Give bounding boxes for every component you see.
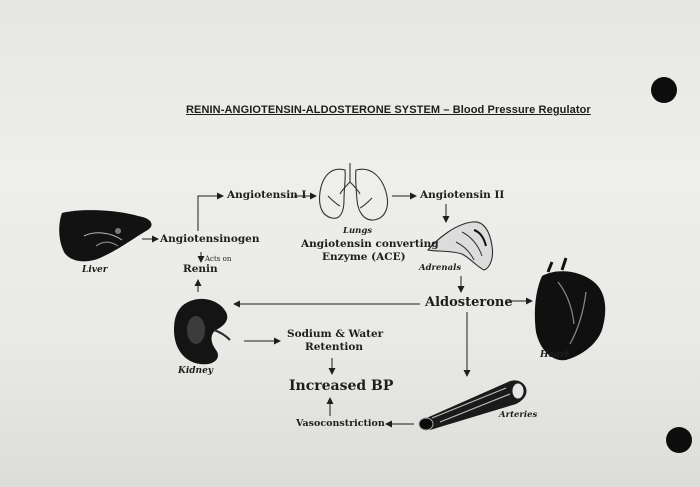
adrenal-image <box>426 221 494 271</box>
acts-on-label: Acts on <box>205 255 232 263</box>
heart-label: Heart <box>540 350 569 360</box>
increased-bp-label: Increased BP <box>289 378 394 394</box>
sodium-water-line-2: Retention <box>305 341 364 353</box>
liver-image <box>59 210 152 262</box>
liver-label: Liver <box>82 265 108 275</box>
arteries-label: Arteries <box>499 410 538 420</box>
angiotensin-1-label: Angiotensin I <box>227 189 307 201</box>
angiotensin-2-label: Angiotensin II <box>420 189 505 201</box>
ace-line-2: Enzyme (ACE) <box>322 251 406 263</box>
diagram-title: RENIN-ANGIOTENSIN-ALDOSTERONE SYSTEM – B… <box>186 104 591 116</box>
angiotensinogen-label: Angiotensinogen <box>160 233 260 245</box>
kidney-image <box>174 298 231 365</box>
arrow-angiotensinogen-angiotensin1 <box>197 192 224 231</box>
punch-hole-top <box>651 77 677 103</box>
adrenals-label: Adrenals <box>419 263 462 273</box>
kidney-label: Kidney <box>178 366 214 376</box>
ace-line-1: Angiotensin converting <box>301 238 439 250</box>
lungs-label: Lungs <box>343 226 373 236</box>
sodium-water-line-1: Sodium & Water <box>287 328 384 340</box>
punch-hole-bottom <box>666 427 692 453</box>
lungs-image <box>318 163 389 221</box>
renin-label: Renin <box>183 263 218 275</box>
artery-image <box>418 380 527 431</box>
arrows <box>142 192 533 428</box>
heart-image <box>534 257 606 361</box>
aldosterone-label: Aldosterone <box>425 295 513 310</box>
vasoconstriction-label: Vasoconstriction <box>296 418 385 429</box>
